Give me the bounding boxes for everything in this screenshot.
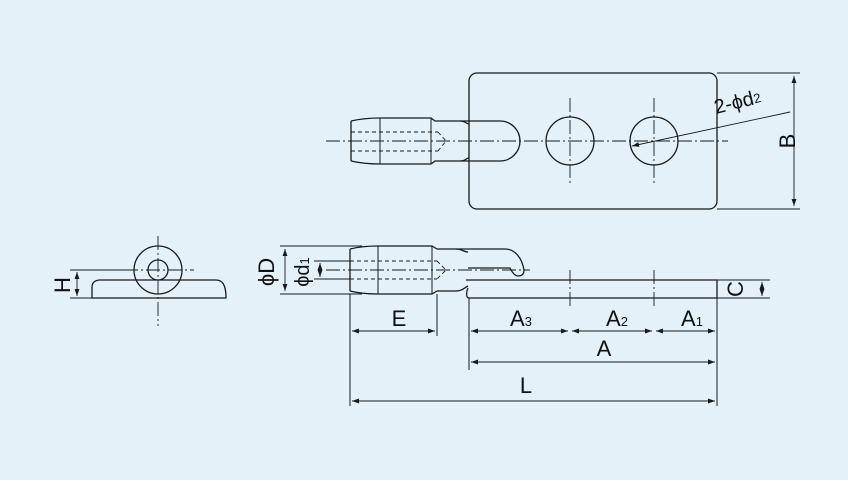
tongue-tab [460,120,521,162]
barrel-body [350,117,470,165]
d2-leader [631,111,791,147]
h-label: H [50,277,75,293]
d1-label: ϕd1 [292,257,314,287]
e-label: E [392,306,407,331]
b-label: B [775,134,800,149]
side-plate [465,279,718,299]
a-label: A [597,336,612,361]
top-view: 2-ϕd2 B [326,72,800,210]
d2-label: 2-ϕd2 [712,86,763,119]
terminal-plate [468,72,718,210]
side-bore-tip [436,260,447,280]
d-label: ϕD [254,258,279,286]
a2-label: A2 [606,306,628,331]
side-neck-curve [456,248,525,277]
c-label: C [723,281,748,297]
a1-label: A1 [681,306,703,331]
linear-dimensions: E A3 A2 A1 A L [349,294,718,406]
side-view: ϕD ϕd1 C [254,245,770,306]
l-label: L [520,373,532,398]
end-view: H [50,236,227,326]
a3-label: A3 [510,306,532,331]
